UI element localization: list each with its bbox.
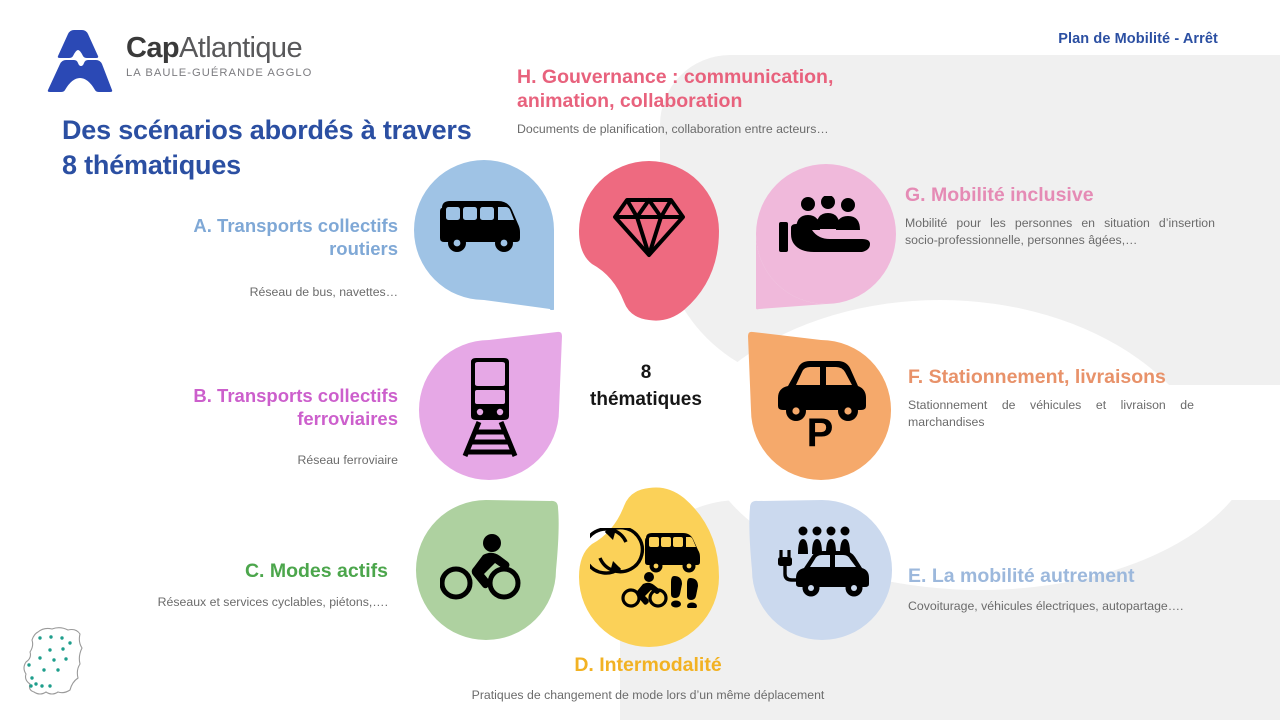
- intermodality-icon: [590, 528, 700, 608]
- logo-wordmark: CapAtlantique LA BAULE-GUÉRANDE AGGLO: [126, 34, 313, 80]
- theme-desc-c: Réseaux et services cyclables, piétons,……: [157, 594, 388, 609]
- train-icon: [462, 358, 518, 457]
- theme-head-d: D. Intermodalité: [574, 654, 722, 676]
- petal-intermodalite[interactable]: [578, 482, 720, 648]
- cyclist-icon: [440, 534, 521, 600]
- page-title: Des scénarios abordés à travers 8 thémat…: [62, 115, 472, 180]
- theme-desc-g: Mobilité pour les personnes en situation…: [905, 215, 1215, 248]
- theme-desc-h: Documents de planification, collaboratio…: [517, 121, 829, 136]
- svg-text:P: P: [807, 411, 834, 448]
- theme-desc-f: Stationnement de véhicules et livraison …: [908, 397, 1194, 430]
- hand-people-icon: [779, 196, 870, 252]
- center-label: 8 thématiques: [566, 360, 726, 414]
- petal-mobilite-autrement[interactable]: [748, 498, 894, 640]
- theme-head-g: G. Mobilité inclusive: [905, 184, 1094, 206]
- petal-transports-collectifs-ferroviaires[interactable]: [414, 330, 564, 480]
- theme-head-h: H. Gouvernance : communication, animatio…: [517, 66, 834, 112]
- theme-head-f: F. Stationnement, livraisons: [908, 366, 1166, 388]
- theme-head-b: B. Transports collectifs ferroviaires: [193, 385, 398, 429]
- theme-desc-e: Covoiturage, véhicules électriques, auto…: [908, 598, 1184, 613]
- capatlantique-logo-mark: [38, 28, 118, 99]
- theme-block-modes-actifs: C. Modes actifs Réseaux et services cycl…: [100, 560, 388, 611]
- theme-block-intermodalite: D. Intermodalité Pratiques de changement…: [408, 654, 888, 704]
- theme-head-e: E. La mobilité autrement: [908, 565, 1135, 587]
- logo-name: CapAtlantique: [126, 34, 312, 63]
- petal-modes-actifs[interactable]: [414, 498, 562, 640]
- petal-shape-h: [579, 161, 719, 321]
- petal-transports-collectifs-routiers[interactable]: [414, 160, 554, 310]
- electric-car-people-icon: [778, 526, 869, 597]
- theme-head-c: C. Modes actifs: [244, 560, 388, 582]
- theme-block-stationnement: F. Stationnement, livraisons Stationneme…: [908, 366, 1194, 432]
- theme-head-a: A. Transports collectifs routiers: [193, 215, 398, 259]
- theme-block-transports-ferroviaires: B. Transports collectifs ferroviaires Ré…: [140, 385, 398, 470]
- theme-block-mobilite-inclusive: G. Mobilité inclusive Mobilité pour les …: [905, 184, 1215, 250]
- theme-block-gouvernance: H. Gouvernance : communication, animatio…: [517, 66, 869, 138]
- bus-icon: [440, 201, 520, 252]
- petal-stationnement-livraisons[interactable]: P: [744, 330, 896, 480]
- theme-block-transports-routiers: A. Transports collectifs routiers Réseau…: [140, 215, 398, 302]
- logo-name-bold: Cap: [126, 32, 180, 64]
- petal-mobilite-inclusive[interactable]: [750, 160, 896, 310]
- territory-map-outline: [18, 618, 96, 715]
- logo-tagline: LA BAULE-GUÉRANDE AGGLO: [126, 67, 313, 79]
- slide-header-title: Plan de Mobilité - Arrêt: [1058, 31, 1218, 47]
- theme-block-mobilite-autrement: E. La mobilité autrement Covoiturage, vé…: [908, 565, 1218, 615]
- logo-name-light: Atlantique: [179, 32, 303, 64]
- petal-gouvernance[interactable]: [578, 160, 720, 322]
- diamond-icon: [613, 198, 685, 257]
- theme-desc-d: Pratiques de changement de mode lors d’u…: [471, 687, 825, 702]
- theme-desc-a: Réseau de bus, navettes…: [249, 285, 398, 300]
- center-text: thématiques: [590, 388, 702, 410]
- theme-desc-b: Réseau ferroviaire: [297, 453, 398, 468]
- car-parking-icon: P: [778, 361, 866, 448]
- center-number: 8: [640, 362, 652, 383]
- petal-shape-g: [756, 164, 896, 310]
